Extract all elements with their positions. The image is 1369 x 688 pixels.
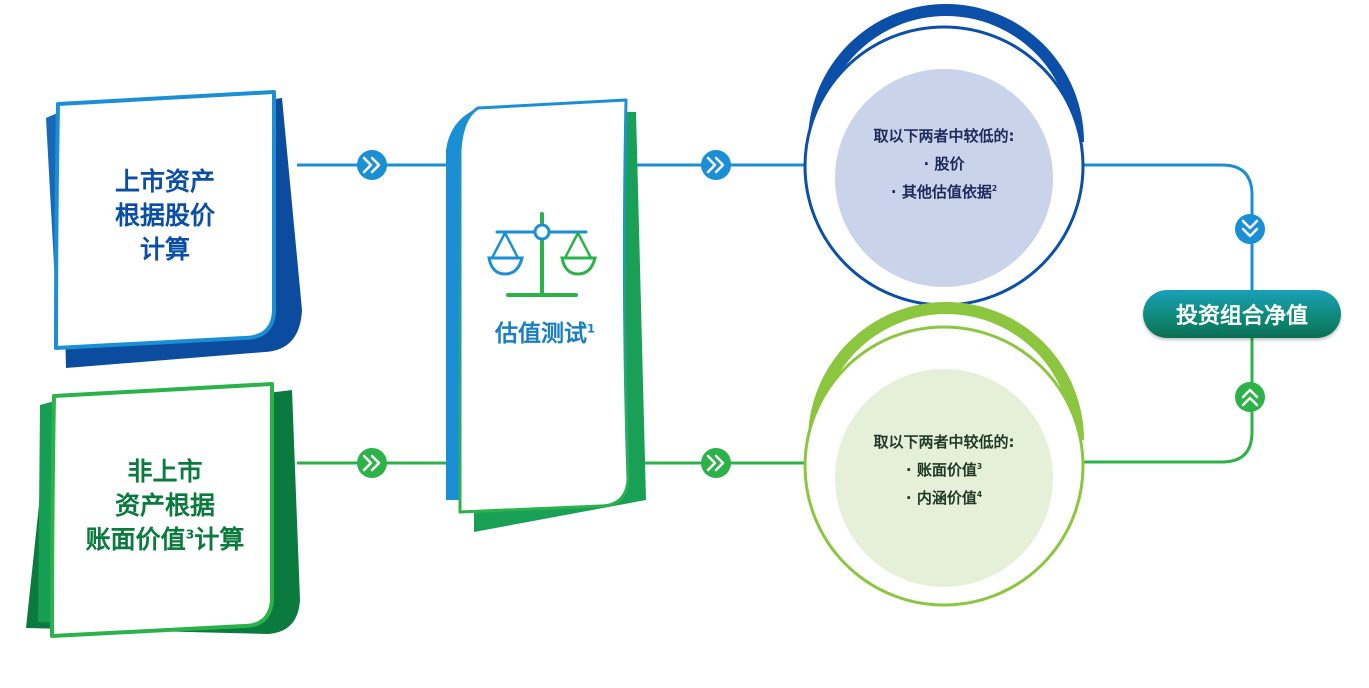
unlisted-assets-line-tail: 计算 [194,525,245,554]
double-chevron-right-icon [701,150,731,180]
valuation-test-label: 估值测试1 [470,314,620,348]
double-chevron-right-icon [701,448,731,478]
upper-circle-item-text: · 其他估值依据 [890,183,992,201]
portfolio-nav-label: 投资组合净值 [1175,304,1308,329]
upper-circle-text: 取以下两者中较低的: · 股价 · 其他估值依据2 [844,122,1044,206]
unlisted-assets-label: 非上市 资产根据 账面价值3计算 [60,455,270,557]
double-chevron-right-icon [357,150,387,180]
upper-circle [803,4,1085,307]
double-chevron-up-icon [1235,382,1265,412]
unlisted-assets-line: 资产根据 [114,491,215,520]
unlisted-assets-box [26,382,300,638]
lower-circle-item-text: · 账面价值 [905,461,977,479]
upper-circle-item: · 其他估值依据2 [844,178,1044,206]
double-chevron-right-icon [357,448,387,478]
upper-circle-item: · 股价 [844,150,1044,178]
upper-circle-item-text: · 股价 [923,155,965,173]
listed-assets-line: 计算 [139,235,190,264]
valuation-test-text: 估值测试 [494,321,587,347]
unlisted-assets-line: 非上市 [127,457,203,486]
lower-circle-item-text: · 内涵价值 [905,489,977,507]
unlisted-assets-line: 账面价值3计算 [60,523,270,557]
lower-circle-title: 取以下两者中较低的: [873,433,1015,451]
connector-lines [297,163,1254,465]
double-chevron-down-icon [1235,214,1265,244]
footnote-marker: 2 [991,184,998,193]
footnote-marker: 1 [586,321,595,336]
footnote-marker: 4 [976,490,983,499]
listed-assets-label: 上市资产 根据股价 计算 [70,165,260,267]
lower-circle-item: · 账面价值3 [844,456,1044,484]
listed-assets-box [46,90,302,368]
portfolio-nav-pill: 投资组合净值 [1143,290,1341,338]
listed-assets-line: 上市资产 [114,167,215,196]
footnote-marker: 3 [185,526,195,542]
unlisted-assets-line-text: 账面价值 [85,525,186,554]
lower-circle [803,302,1085,607]
scale-icon [487,212,597,297]
footnote-marker: 3 [976,462,983,471]
upper-circle-title: 取以下两者中较低的: [873,127,1015,145]
listed-assets-line: 根据股价 [114,201,215,230]
lower-circle-text: 取以下两者中较低的: · 账面价值3 · 内涵价值4 [844,428,1044,512]
valuation-test-card [446,98,646,532]
lower-circle-item: · 内涵价值4 [844,484,1044,512]
